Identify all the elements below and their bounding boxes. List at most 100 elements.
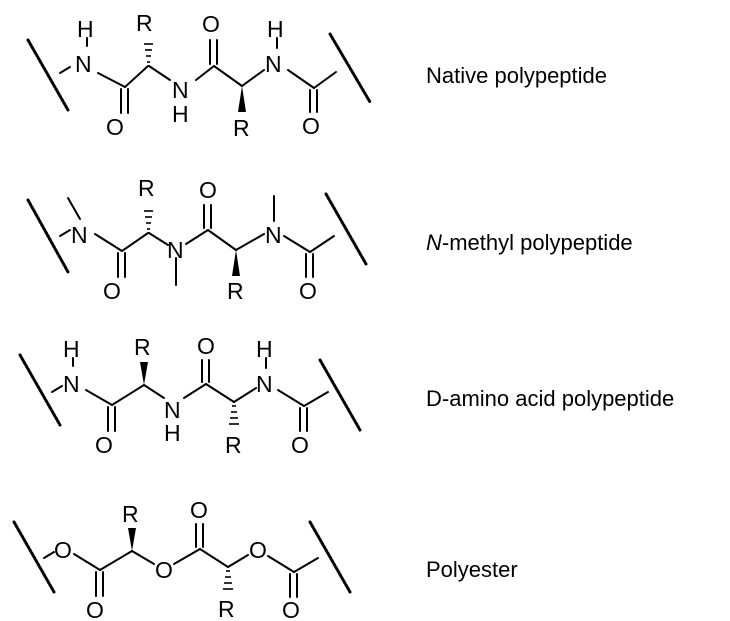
- bond: [287, 69, 315, 89]
- atom-o: O: [282, 597, 300, 621]
- bond: [283, 235, 311, 253]
- bond: [148, 65, 171, 81]
- atom-o: O: [197, 333, 215, 359]
- bond: [233, 387, 257, 403]
- caption-polyester: Polyester: [426, 557, 518, 582]
- bond: [43, 551, 55, 559]
- atom-n: N: [71, 222, 88, 248]
- structure-d-amino-acid: H N R O H N N H O R O D-amino acid polyp…: [18, 333, 674, 458]
- caption-text: D-amino acid polypeptide: [426, 386, 674, 411]
- atom-o: O: [190, 497, 208, 523]
- atom-n: N: [75, 51, 92, 77]
- hashed-bond: [223, 570, 233, 590]
- hashed-bond: [229, 405, 239, 425]
- atom-o: O: [299, 278, 317, 304]
- wavy-terminus-right: [308, 520, 352, 594]
- wavy-terminus-right: [328, 32, 372, 104]
- bond: [235, 233, 265, 251]
- wavy-terminus-right: [324, 192, 368, 266]
- atom-o: O: [106, 114, 124, 140]
- caption-d-amino-acid-polypeptide: D-amino acid polypeptide: [426, 386, 674, 411]
- bond: [173, 548, 201, 565]
- caption-text: Polyester: [426, 557, 518, 582]
- atom-r: R: [225, 432, 242, 458]
- bond: [303, 391, 329, 407]
- bond: [99, 550, 133, 571]
- bond: [124, 65, 149, 88]
- atom-h: H: [172, 101, 189, 127]
- atom-o: O: [86, 597, 104, 621]
- bond: [59, 229, 71, 237]
- atom-n: N: [172, 77, 189, 103]
- structure-native: H N R O H N O N H R O Native polypeptide: [26, 10, 607, 141]
- atom-r: R: [136, 10, 153, 36]
- atom-o: O: [95, 432, 113, 458]
- atom-o: O: [54, 537, 72, 563]
- wavy-terminus-left: [26, 38, 70, 112]
- bond: [241, 69, 265, 87]
- atom-n: N: [164, 397, 181, 423]
- atom-h: H: [267, 16, 284, 42]
- bond: [185, 229, 209, 245]
- bond: [97, 72, 126, 88]
- bond: [111, 384, 145, 406]
- atom-o: O: [103, 278, 121, 304]
- wavy-terminus-left: [26, 198, 70, 274]
- bond: [148, 232, 169, 246]
- hashed-bond: [144, 210, 153, 230]
- structure-polyester: O R O O O O R O Polyester: [12, 497, 518, 621]
- bond: [277, 389, 305, 407]
- atom-n: N: [265, 51, 282, 77]
- caption-italic-prefix: N: [426, 230, 442, 255]
- bond: [227, 554, 249, 568]
- bond: [293, 557, 319, 573]
- bond: [313, 71, 337, 89]
- atom-n: N: [167, 237, 184, 263]
- wedge-bond: [128, 528, 136, 551]
- bond: [131, 550, 155, 565]
- atom-h: H: [256, 336, 273, 362]
- wavy-terminus-right: [318, 358, 362, 432]
- bond: [205, 383, 235, 403]
- caption-n-methyl-polypeptide: N-methyl polypeptide: [426, 230, 633, 255]
- wavy-terminus-left: [12, 520, 56, 594]
- bond: [183, 383, 207, 399]
- caption-text: -methyl polypeptide: [442, 230, 633, 255]
- bond: [51, 385, 63, 393]
- atom-r: R: [134, 334, 151, 360]
- wedge-bond: [140, 362, 148, 385]
- wedge-bond: [238, 86, 246, 112]
- caption-native-polypeptide: Native polypeptide: [426, 63, 607, 88]
- bond: [207, 229, 237, 251]
- bond: [94, 233, 123, 252]
- atom-r: R: [122, 501, 139, 527]
- atom-h: H: [164, 420, 181, 446]
- n-methyl-bond: [67, 197, 81, 220]
- atom-o: O: [302, 113, 320, 139]
- bond: [195, 65, 215, 81]
- atom-r: R: [233, 115, 250, 141]
- structure-n-methyl: N R N O N O R O N-methyl polypeptide: [26, 175, 633, 304]
- atom-o: O: [249, 537, 267, 563]
- bond: [85, 389, 113, 406]
- bond: [143, 384, 165, 399]
- atom-r: R: [218, 596, 235, 621]
- atom-o: O: [155, 557, 173, 583]
- bond: [213, 65, 243, 87]
- atom-o: O: [291, 432, 309, 458]
- bond: [267, 555, 295, 573]
- wavy-terminus-left: [18, 353, 62, 427]
- atom-o: O: [199, 177, 217, 203]
- bond: [309, 235, 335, 253]
- atom-h: H: [63, 336, 80, 362]
- bond: [73, 553, 101, 571]
- atom-n: N: [265, 222, 282, 248]
- atom-o: O: [202, 11, 220, 37]
- bond: [199, 548, 229, 568]
- atom-r: R: [227, 278, 244, 304]
- hashed-bond: [144, 43, 153, 63]
- bond: [59, 66, 71, 74]
- atom-r: R: [138, 175, 155, 201]
- caption-text: Native polypeptide: [426, 63, 607, 88]
